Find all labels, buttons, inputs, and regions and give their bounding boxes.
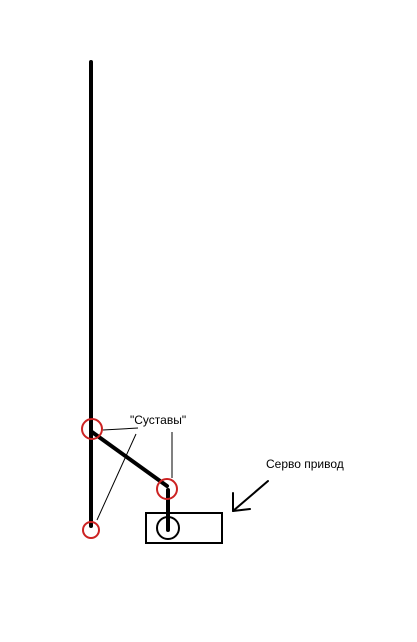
linkage-arm <box>90 430 169 488</box>
arrow-pointing-down-left-icon <box>232 480 269 512</box>
servo-housing <box>145 512 223 544</box>
servo-label: Серво привод <box>266 457 344 471</box>
servo-shaft <box>156 516 180 540</box>
joint-middle <box>156 478 178 500</box>
joint-bottom <box>82 521 100 539</box>
leader-line-bottom <box>96 433 137 521</box>
leader-line-upper <box>102 427 139 431</box>
joint-upper <box>81 418 103 440</box>
joints-label: "Суставы" <box>130 413 187 427</box>
